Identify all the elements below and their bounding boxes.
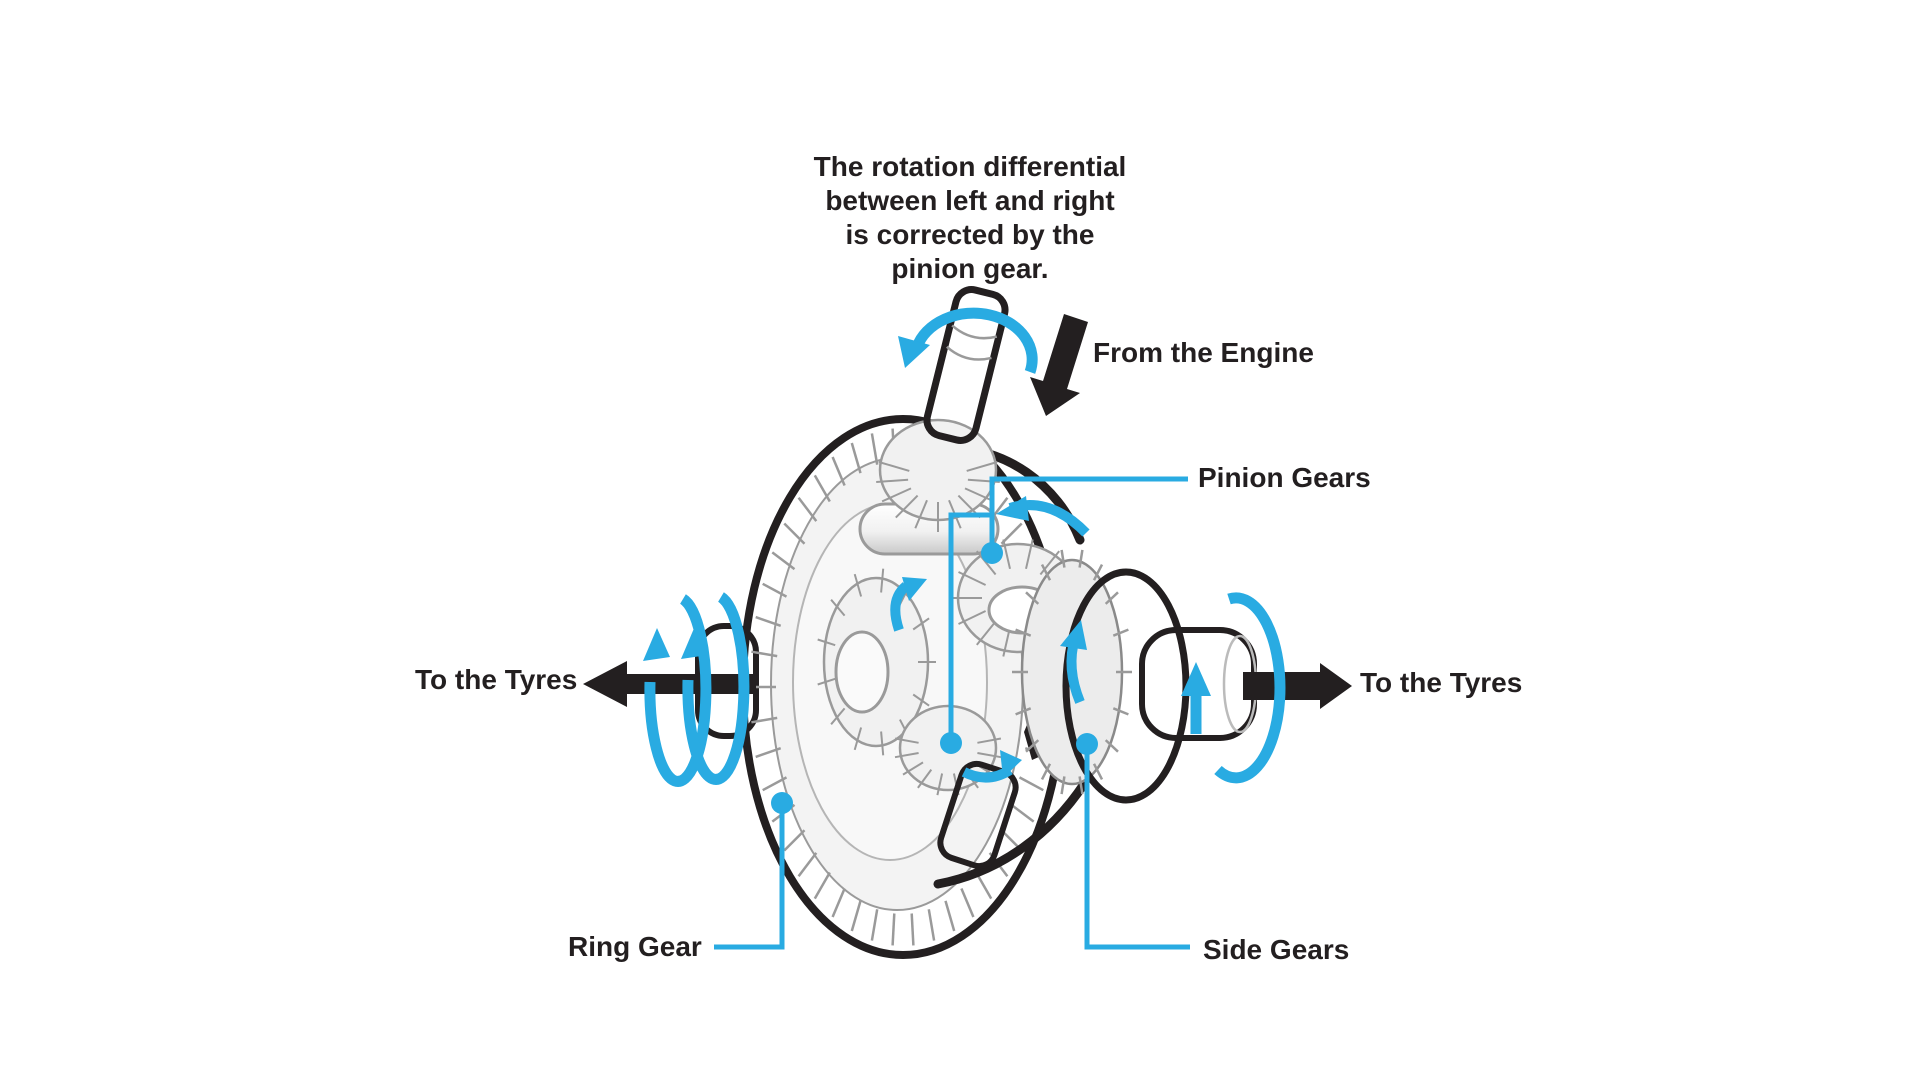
housing-rotation-arrow [996,496,1090,537]
side-gears-dot [1076,733,1098,755]
right-output-arrow [1243,663,1352,709]
case-outline-bottom [933,779,1089,889]
lower-pinion-shaft [937,760,1019,870]
ring-gear-label: Ring Gear [568,931,702,962]
drive-pinion-gear [876,418,1000,532]
from-engine-label: From the Engine [1093,337,1314,368]
ring-gear-dot [771,792,793,814]
caption-line-4: pinion gear. [891,253,1049,284]
pinion-gears-label: Pinion Gears [1198,462,1371,493]
upper-pinion-dot [981,542,1003,564]
caption-line-1: The rotation differential [813,151,1127,182]
pinion-gears-leader-line [940,476,1188,754]
right-side-gear-rotation-arrow [1060,620,1087,704]
input-driveshaft [923,286,1009,444]
to-tyres-right-label: To the Tyres [1360,667,1523,698]
ring-gear-leader-line [714,792,793,950]
right-axle-rotation-arrow [1181,592,1286,784]
caption-line-2: between left and right [825,185,1115,216]
side-gears-label: Side Gears [1203,934,1350,965]
caption-text: The rotation differential between left a… [760,150,1180,286]
left-axle-rotation-coils [643,592,750,787]
side-gears-leader-line [1076,733,1190,950]
left-side-gear-rotation-arrow [890,577,927,632]
engine-input-arrow [1030,314,1088,416]
driveshaft-rotation-arrow [898,307,1038,374]
caption-line-3: is corrected by the [845,219,1095,250]
left-output-arrow [583,661,756,707]
lower-pinion-rotation-arrow [961,750,1022,783]
lower-pinion-dot [940,732,962,754]
to-tyres-left-label: To the Tyres [415,664,578,695]
